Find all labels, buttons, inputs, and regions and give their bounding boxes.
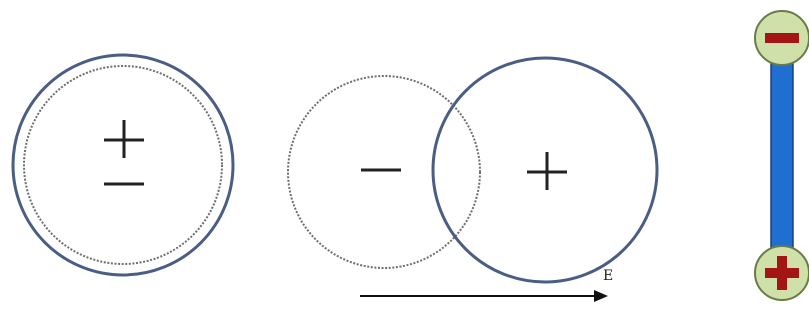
dipole-negative-end xyxy=(754,10,809,66)
plus-minus-icon xyxy=(104,120,144,186)
negative-charge-cloud xyxy=(287,75,481,269)
unpolarized-atom xyxy=(11,53,235,277)
electric-field-arrow: E xyxy=(360,268,613,302)
minus-icon xyxy=(765,33,799,43)
negative-charge-cloud xyxy=(23,65,223,265)
positive-charge-outline xyxy=(431,56,659,284)
positive-charge-outline xyxy=(11,53,235,277)
field-label: E xyxy=(603,268,613,284)
plus-icon xyxy=(765,256,799,290)
dipole-rod xyxy=(770,51,794,273)
polarized-atom xyxy=(287,56,659,284)
dipole xyxy=(754,10,809,301)
plus-icon xyxy=(527,152,567,190)
arrow-head xyxy=(594,290,608,302)
dipole-positive-end xyxy=(754,245,809,301)
